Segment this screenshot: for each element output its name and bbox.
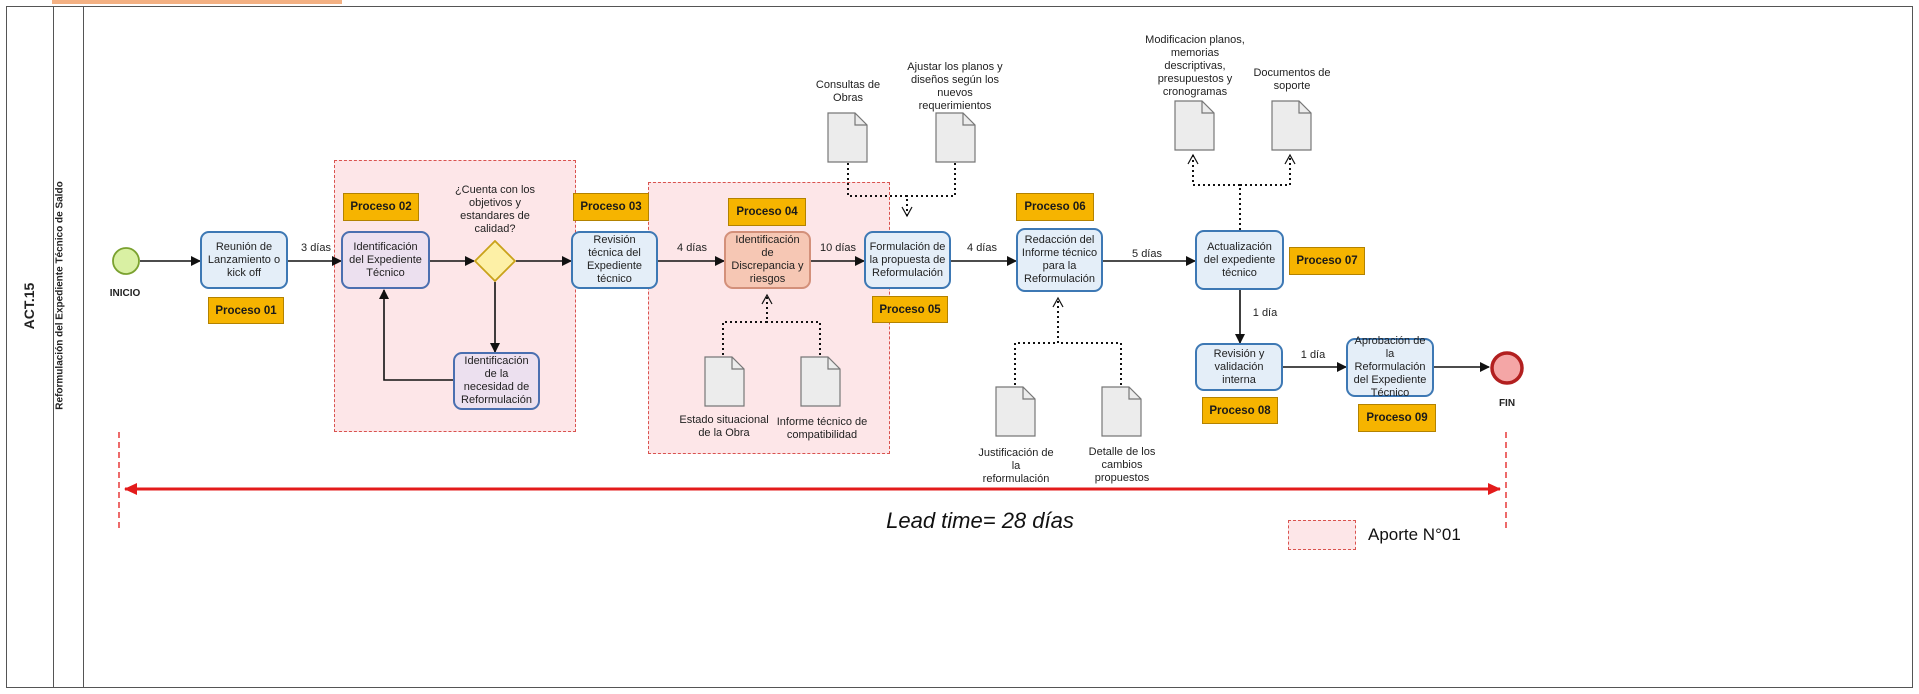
gateway-question: ¿Cuenta con los objetivos y estandares d… [454, 184, 536, 235]
task-formulacion-propuesta: Formulación de la propuesta de Reformula… [864, 231, 951, 289]
duration-t3-t4: 4 días [677, 242, 707, 254]
task-kickoff: Reunión de Lanzamiento o kick off [200, 231, 288, 289]
process-tag-05: Proceso 05 [872, 296, 948, 323]
process-tag-08: Proceso 08 [1202, 397, 1278, 424]
document-label-justificacion: Justificación de la reformulación [978, 447, 1054, 485]
task-aprobacion: Aprobación de la Reformulación del Exped… [1346, 335, 1434, 399]
lane-name-column [54, 6, 84, 688]
lane-id-column [6, 6, 54, 688]
assoc-ajustar-t5 [907, 163, 956, 197]
document-icon-detalle [1101, 386, 1142, 437]
end-event [1490, 351, 1524, 385]
task-revision-validacion: Revisión y validación interna [1195, 343, 1283, 391]
task-revision-tecnica: Revisión técnica del Expediente técnico [571, 231, 658, 289]
task-identificacion-expediente: Identificación del Expediente Técnico [341, 231, 430, 289]
assoc-estado-t4 [722, 293, 773, 355]
association-flows [722, 153, 1296, 385]
document-label-soporte: Documentos de soporte [1253, 67, 1331, 92]
duration-t6-t7: 5 días [1132, 248, 1162, 260]
decision-gateway [474, 240, 516, 282]
document-label-consultas: Consultas de Obras [815, 79, 881, 104]
document-label-ajustar: Ajustar los planos y diseños según los n… [907, 61, 1003, 112]
task-necesidad-reformulacion: Identificación de la necesidad de Reform… [453, 352, 540, 410]
duration-t1-t2: 3 días [301, 242, 331, 254]
process-tag-06: Proceso 06 [1016, 193, 1094, 221]
legend-swatch [1288, 520, 1356, 550]
task-actualizacion-expediente: Actualización del expediente técnico [1195, 230, 1284, 290]
task-redaccion-informe: Redacción del Informe técnico para la Re… [1016, 228, 1103, 292]
flow-t2b-t2 [379, 289, 453, 381]
document-label-detalle: Detalle de los cambios propuestos [1088, 446, 1156, 484]
document-icon-modificacion [1174, 100, 1215, 151]
assoc-consultas-t5 [847, 163, 913, 218]
process-tag-04: Proceso 04 [728, 198, 806, 226]
sequence-flows [140, 256, 1490, 381]
document-icon-soporte [1271, 100, 1312, 151]
process-tag-07: Proceso 07 [1289, 247, 1365, 275]
task-discrepancia-riesgos: Identificación de Discrepancia y riesgos [724, 231, 811, 289]
assoc-t7-soporte [1240, 153, 1296, 186]
process-tag-02: Proceso 02 [343, 193, 419, 221]
document-icon-justificacion [995, 386, 1036, 437]
legend-label: Aporte N°01 [1368, 525, 1461, 544]
document-icon-ajustar [935, 112, 976, 163]
process-tag-01: Proceso 01 [208, 297, 284, 324]
start-label: INICIO [109, 288, 141, 299]
end-label: FIN [1498, 398, 1516, 409]
lead-time-bar [118, 432, 1507, 528]
document-label-modificacion: Modificacion planos, memorias descriptiv… [1145, 34, 1245, 98]
swimlane-frame [6, 6, 1913, 688]
duration-t7-t8: 1 día [1252, 307, 1278, 319]
document-icon-consultas [827, 112, 868, 163]
start-event [112, 247, 140, 275]
document-label-estado: Estado situacional de la Obra [679, 414, 769, 439]
duration-t8-t9: 1 día [1300, 349, 1326, 361]
assoc-informe-t4 [767, 321, 821, 355]
lead-time-label: Lead time= 28 días [886, 508, 1074, 533]
document-icon-informe-compatibilidad [800, 356, 841, 407]
assoc-t7-modificacion [1187, 153, 1241, 230]
document-icon-estado [704, 356, 745, 407]
document-label-informe-compatibilidad: Informe técnico de compatibilidad [776, 416, 868, 441]
assoc-justificacion-t6 [1014, 296, 1064, 385]
assoc-detalle-t6 [1058, 342, 1122, 385]
process-tag-03: Proceso 03 [573, 193, 649, 221]
process-tag-09: Proceso 09 [1358, 404, 1436, 432]
duration-t5-t6: 4 días [967, 242, 997, 254]
duration-t4-t5: 10 días [819, 242, 857, 254]
corner-tab [52, 0, 342, 4]
